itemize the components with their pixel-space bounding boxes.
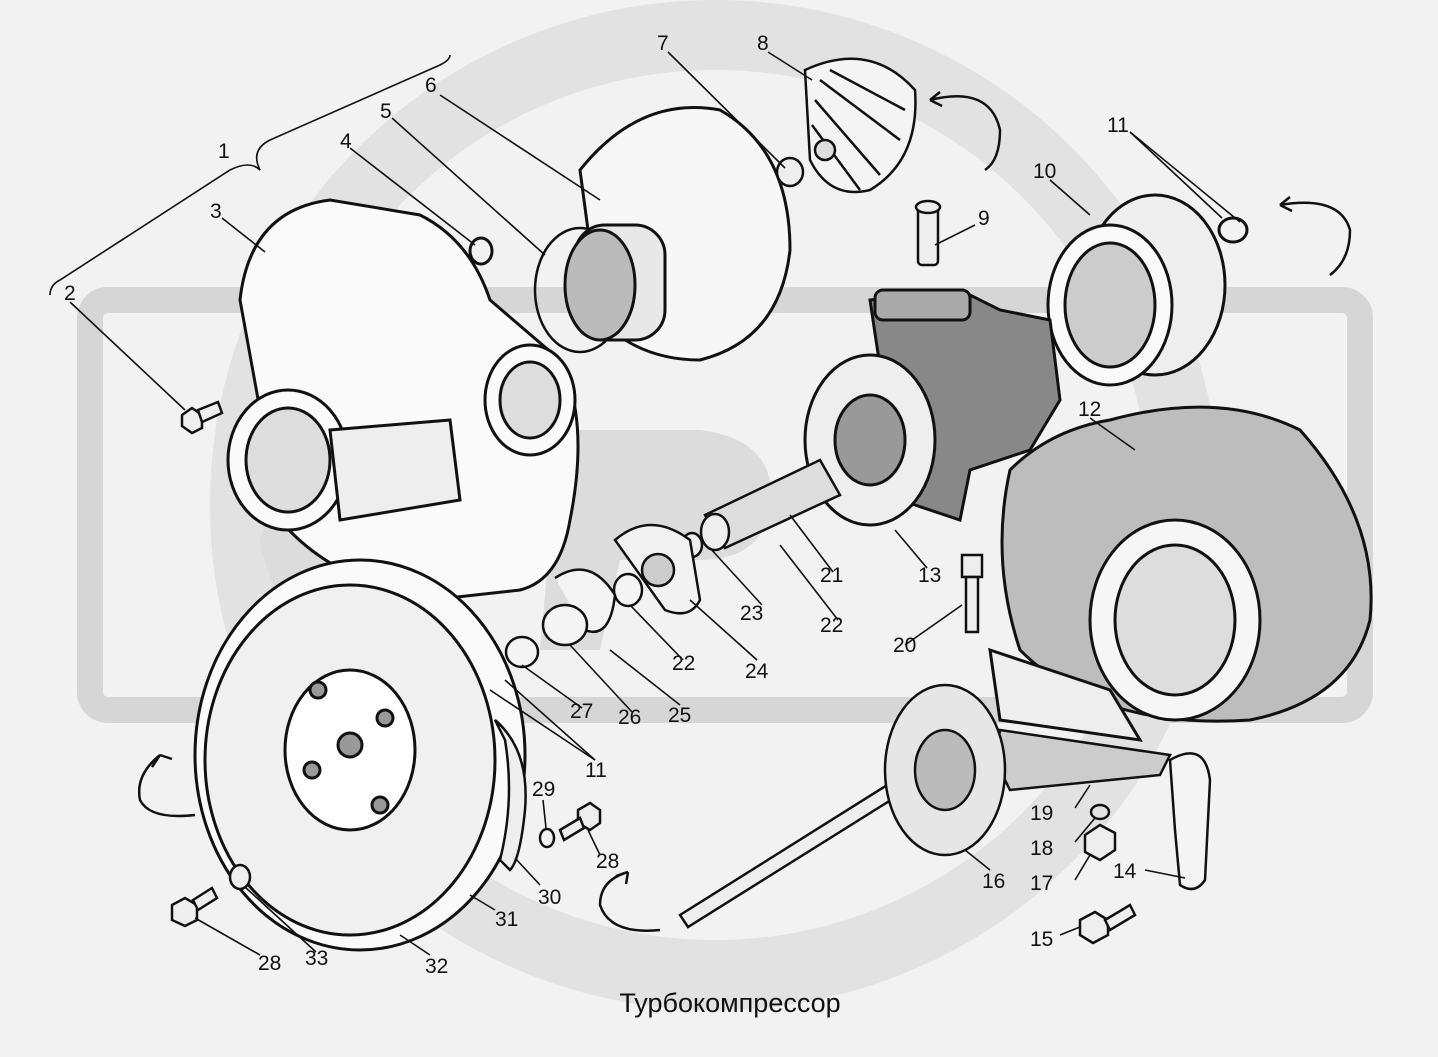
- callout-31: 31: [495, 908, 518, 931]
- callout-21: 21: [820, 564, 843, 587]
- compressor-housing: [226, 198, 580, 602]
- nozzle-ring: [1046, 193, 1227, 387]
- callout-29: 29: [532, 778, 555, 801]
- callout-18: 18: [1030, 837, 1053, 860]
- callout-14: 14: [1113, 860, 1137, 883]
- oil-fitting: [914, 199, 942, 267]
- callout-30: 30: [538, 886, 561, 909]
- callout-17: 17: [1030, 872, 1053, 895]
- bolt-20: [960, 553, 984, 634]
- callout-24: 24: [745, 660, 769, 683]
- compressor-wheel: [775, 57, 917, 194]
- callout-22-lower: 22: [672, 652, 695, 675]
- bearing-housing: [803, 288, 1062, 527]
- callout-8: 8: [757, 32, 769, 55]
- callout-26: 26: [618, 706, 641, 729]
- callout-19: 19: [1030, 802, 1053, 825]
- callout-15: 15: [1030, 928, 1053, 951]
- callout-9: 9: [978, 207, 990, 230]
- thrust-plate: [613, 523, 702, 615]
- callout-10: 10: [1033, 160, 1056, 183]
- callout-4: 4: [340, 130, 352, 153]
- bolt-28-left: [170, 886, 219, 928]
- callout-27: 27: [570, 700, 593, 723]
- diagram-caption: Турбокомпрессор: [619, 988, 840, 1018]
- callout-11-bottom: 11: [585, 759, 607, 782]
- callout-11-top: 11: [1107, 114, 1129, 137]
- callout-7: 7: [657, 32, 669, 55]
- turbine-wheel-shaft: [678, 683, 1007, 929]
- spring-ring-top: [1217, 216, 1249, 244]
- callout-22-upper: 22: [820, 614, 843, 637]
- callout-28-right: 28: [596, 850, 619, 873]
- diffuser-plate: [563, 106, 792, 362]
- callout-3: 3: [210, 200, 222, 223]
- washer-33: [228, 863, 252, 891]
- callout-2: 2: [64, 282, 76, 305]
- nut-17: [1083, 823, 1117, 862]
- callout-1: 1: [218, 140, 230, 163]
- rotation-arrows: [137, 91, 1352, 932]
- cover-plate: [193, 558, 527, 952]
- callout-labels: 1 2 3 4 5 6 7 8 9 10 11 11 12 13 14 15 1…: [64, 32, 1137, 978]
- callout-16: 16: [982, 870, 1005, 893]
- bracket: [1168, 752, 1212, 891]
- leader-lines: [49, 51, 1241, 956]
- callout-13: 13: [918, 564, 941, 587]
- turbine-housing: [988, 405, 1373, 742]
- callout-20: 20: [893, 634, 916, 657]
- washer-29: [538, 827, 556, 849]
- bolt-28-right: [558, 801, 602, 842]
- callout-25: 25: [668, 704, 691, 727]
- callout-23: 23: [740, 602, 763, 625]
- callout-32: 32: [425, 955, 448, 978]
- callout-12: 12: [1078, 398, 1101, 421]
- bolt-2: [180, 400, 224, 435]
- callout-6: 6: [425, 74, 437, 97]
- washer-18: [1089, 803, 1111, 821]
- o-ring-small: [468, 236, 494, 266]
- callout-5: 5: [380, 100, 392, 123]
- bolt-15: [1078, 903, 1137, 945]
- callout-33: 33: [305, 947, 328, 970]
- callout-28-left: 28: [258, 952, 281, 975]
